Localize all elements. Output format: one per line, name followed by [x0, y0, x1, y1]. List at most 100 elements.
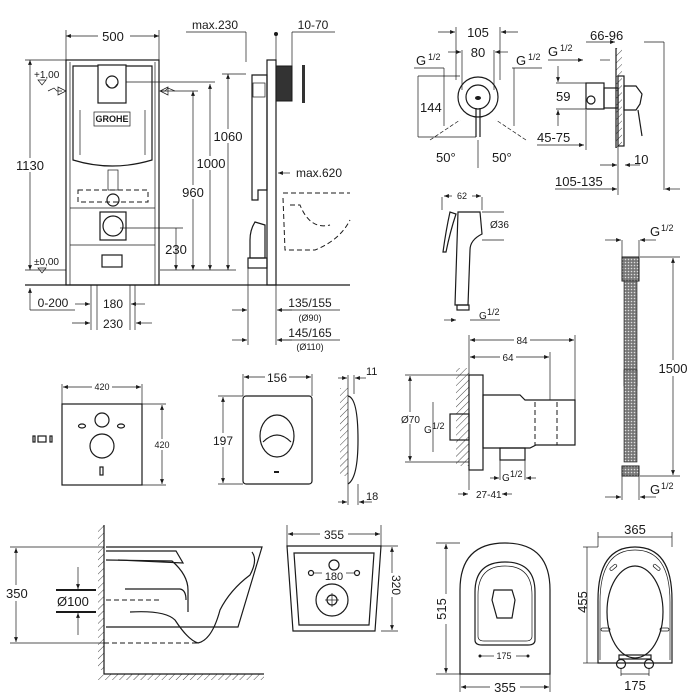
- dim-back-width: 355: [324, 528, 344, 542]
- dim-frame-height: 1130: [16, 158, 44, 173]
- bowl-top-outline: [459, 542, 551, 675]
- dim-seat-hinge: 175: [624, 678, 646, 693]
- dim-1060: 1060: [214, 129, 243, 144]
- thread-left: G: [416, 53, 426, 68]
- flush-plate: 156 197 11 18: [211, 366, 378, 505]
- angle-left: 50°: [436, 150, 456, 165]
- hose-thread-bottom: G: [650, 482, 660, 497]
- mixer-front-view: 105 80 G 1/2 G 1/2 144 50° 50°: [414, 25, 542, 168]
- hinge-right: [643, 658, 655, 670]
- dim-top-bolt-175: 175: [496, 651, 511, 661]
- dim-45-75: 45-75: [537, 130, 570, 145]
- thread-right-frac: 1/2: [528, 52, 541, 62]
- cistern: [72, 65, 153, 167]
- dim-plate-depth-bottom: 18: [366, 491, 378, 503]
- flush-button: [259, 414, 295, 458]
- holder-thread-in-frac: 1/2: [432, 421, 445, 431]
- dim-seat-length: 455: [575, 591, 590, 613]
- outlet-top: [491, 589, 516, 619]
- hinge-left: [615, 658, 627, 670]
- mixer-side-thread-frac: 1/2: [560, 43, 573, 53]
- dim-pipe90: 135/155: [288, 296, 332, 310]
- plate-outline: [242, 395, 313, 485]
- dim-960: 960: [182, 185, 204, 200]
- dim-plate-depth-top: 11: [366, 366, 377, 378]
- dim-plate-width: 156: [267, 371, 287, 385]
- bowl-top-view: 175 515 355: [434, 542, 551, 695]
- flush-opening: [97, 64, 127, 104]
- holder-thread-out: G: [502, 473, 510, 484]
- frame-front-view: GROHE 500 1130 +1,00 ±0,00: [14, 28, 350, 331]
- dim-105-135: 105-135: [555, 174, 603, 189]
- shower-holder: 84 64 Ø70 G 1/2 G 1/2 27-41: [400, 333, 576, 501]
- floor-hatch: [98, 674, 264, 680]
- dim-pipe110: 145/165: [288, 326, 332, 340]
- dim-plate-height: 197: [213, 434, 233, 448]
- dim-shower-62: 62: [457, 191, 467, 201]
- thread-left-frac: 1/2: [428, 52, 441, 62]
- bowl-side-view: 350 Ø100: [4, 525, 264, 680]
- spray-trigger: [442, 211, 457, 253]
- outlet-hole: [315, 583, 349, 617]
- thread-right: G: [516, 53, 526, 68]
- dim-top-length: 515: [434, 598, 449, 620]
- frame-side-view: max.230 10-70 max.620 135/155 (Ø90) 145/…: [186, 18, 351, 352]
- bowl-outline: [106, 546, 263, 628]
- dim-frame-width: 500: [102, 29, 124, 44]
- hose-thread-top-frac: 1/2: [661, 223, 674, 233]
- wall-hatch: [98, 525, 104, 670]
- holder-thread-out-frac: 1/2: [510, 469, 523, 479]
- cistern-side: [251, 74, 268, 201]
- seat-outline: [597, 546, 673, 664]
- hand-shower: 62 Ø36 G 1/2: [441, 191, 509, 322]
- mixer-rosette: [457, 76, 499, 118]
- drain-outlet: [99, 211, 127, 241]
- sound-insulation-pad: 420 420: [32, 381, 172, 486]
- holder-body: [482, 394, 576, 449]
- dim-shower-36: Ø36: [490, 220, 509, 231]
- grohe-logo-box: [93, 111, 131, 127]
- level-top: +1,00: [34, 70, 60, 81]
- dim-back-height: 320: [389, 575, 403, 595]
- dim-mixer-105: 105: [467, 25, 489, 40]
- toilet-seat: 365 455 175: [575, 522, 673, 693]
- dim-pad-height: 420: [154, 440, 169, 450]
- shower-thread: G: [479, 311, 487, 322]
- dim-holder-70: Ø70: [401, 415, 420, 426]
- angle-right: 50°: [492, 150, 512, 165]
- dim-adjust: 0-200: [38, 296, 69, 310]
- dim-holder-84: 84: [516, 336, 528, 347]
- hose-nut-top: [621, 256, 640, 282]
- dim-10: 10: [634, 152, 648, 167]
- hose-thread-bottom-frac: 1/2: [661, 481, 674, 491]
- hose-thread-top: G: [650, 224, 660, 239]
- dim-pipe90-note: (Ø90): [298, 313, 321, 323]
- seat-opening: [606, 565, 664, 659]
- plate-side-profile: [347, 395, 359, 485]
- hose-lower: [623, 369, 638, 463]
- shower-thread-frac: 1/2: [487, 307, 500, 317]
- pad-outline: [61, 403, 143, 486]
- bowl-back-outline: [286, 545, 382, 632]
- dim-mixer-144: 144: [420, 100, 442, 115]
- dim-bowl-height: 350: [6, 586, 28, 601]
- dim-180: 180: [103, 297, 123, 311]
- brand-logo: GROHE: [95, 114, 128, 124]
- dim-pad-width: 420: [94, 382, 109, 392]
- dim-mixer-80: 80: [471, 45, 485, 60]
- flush-plate-side: [275, 65, 293, 102]
- dim-59: 59: [556, 89, 570, 104]
- dim-top-width: 355: [494, 680, 516, 695]
- dim-bolt-180: 180: [325, 571, 343, 583]
- bowl-outline-dashed: [282, 197, 351, 251]
- dim-1000: 1000: [197, 156, 226, 171]
- shower-head: [454, 211, 483, 306]
- dim-pipe110-note: (Ø110): [296, 342, 323, 352]
- mixer-side-view: 66-96 G 1/2 59 45-75 10 105-135: [537, 28, 680, 195]
- holder-thread-in: G: [424, 425, 432, 436]
- level-zero: ±0,00: [34, 257, 59, 268]
- dim-outlet-height: 230: [165, 242, 187, 257]
- dim-outlet-diameter: Ø100: [57, 594, 89, 609]
- dim-66-96: 66-96: [590, 28, 623, 43]
